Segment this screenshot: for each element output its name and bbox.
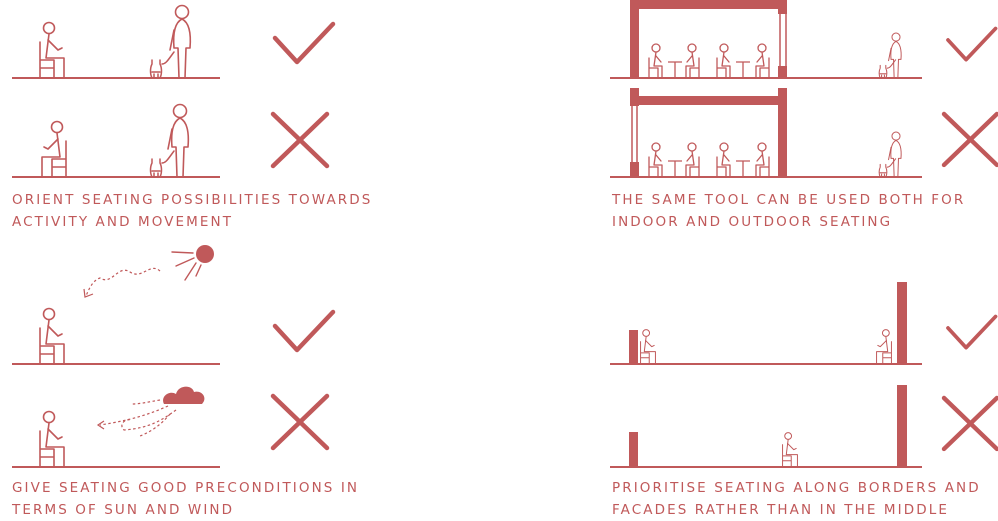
- checkmark-icon: [275, 312, 333, 350]
- orient-bad-scene: [12, 103, 220, 178]
- indoor-good-scene: [610, 0, 922, 79]
- caption-borders-facades: PRIORITISE SEATING ALONG BORDERS AND FAC…: [612, 480, 981, 518]
- caption-indoor-outdoor: THE SAME TOOL CAN BE USED BOTH FOR INDOO…: [612, 192, 966, 230]
- border-good-scene: [610, 282, 922, 365]
- cross-icon: [944, 114, 997, 165]
- facade-wall: [897, 385, 907, 467]
- dog: [149, 150, 175, 178]
- checkmark-icon: [275, 24, 333, 62]
- cross-icon: [273, 114, 327, 166]
- seated-person: [39, 21, 65, 79]
- cross-icon: [944, 398, 997, 449]
- panel-borders-facades: [610, 282, 998, 468]
- border-bad-scene: [610, 385, 922, 468]
- caption-sun-and-wind: GIVE SEATING GOOD PRECONDITIONS IN TERMS…: [12, 480, 360, 518]
- facade-wall: [897, 282, 907, 364]
- orient-good-scene: [12, 4, 220, 79]
- cloud-icon: [163, 386, 205, 404]
- seated-person: [39, 307, 65, 365]
- sun-icon: [171, 245, 214, 281]
- seated-person: [39, 410, 65, 468]
- panel-sun-and-wind: [12, 245, 333, 468]
- sun-good-scene: [12, 245, 220, 365]
- seated-person: [42, 122, 66, 178]
- walking-person: [167, 103, 190, 178]
- low-border-wall: [629, 330, 638, 364]
- wind-bad-scene: [12, 386, 220, 468]
- checkmark-icon: [946, 314, 998, 350]
- checkmark-icon: [946, 26, 998, 62]
- panel-orient-seating: [12, 4, 333, 178]
- dog: [149, 51, 175, 79]
- indoor-bad-scene: [610, 88, 922, 178]
- cross-icon: [273, 396, 327, 448]
- walking-person: [169, 4, 192, 79]
- caption-orient-seating: ORIENT SEATING POSSIBILITIES TOWARDS ACT…: [12, 192, 373, 230]
- low-border-wall: [629, 432, 638, 467]
- panel-indoor-outdoor: [610, 0, 998, 178]
